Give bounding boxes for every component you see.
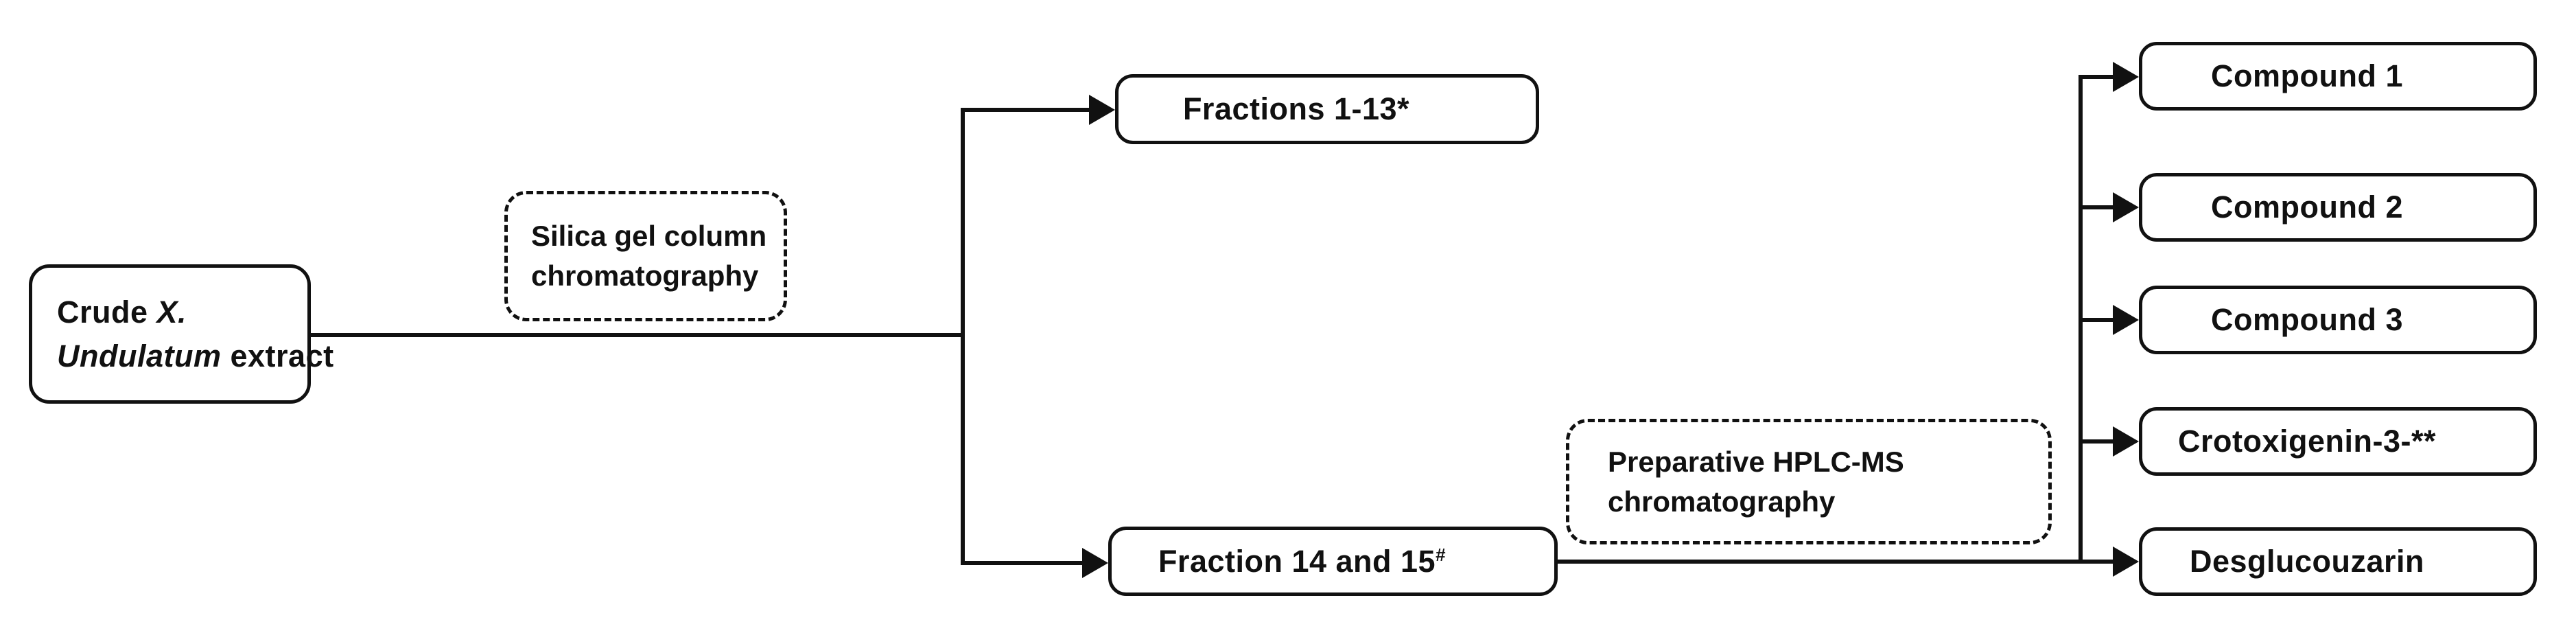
crotoxigenin-arrowhead-icon	[2113, 426, 2139, 457]
crotoxigenin-box: Crotoxigenin-3-**	[2139, 407, 2537, 476]
crude-extract-species-abbrev: X.	[156, 294, 187, 330]
connector-fraction14-line	[963, 561, 1084, 565]
fraction-14-15-superscript: #	[1436, 544, 1447, 565]
fractions-1-13-box: Fractions 1-13*	[1115, 74, 1539, 144]
fraction-14-15-text: Fraction 14 and 15	[1158, 543, 1436, 579]
connector-compound2-line	[2081, 205, 2115, 209]
silica-gel-step-line2: chromatography	[531, 260, 759, 292]
connector-crotoxigenin-line	[2081, 439, 2115, 444]
crude-extract-line2: Undulatum extract	[57, 334, 334, 378]
compound1-arrowhead-icon	[2113, 62, 2139, 92]
compound-3-label: Compound 3	[2211, 302, 2403, 337]
hplc-ms-step-line2: chromatography	[1608, 485, 1836, 518]
crude-extract-species-name: Undulatum	[57, 338, 222, 373]
desglucouzarin-box: Desglucouzarin	[2139, 527, 2537, 596]
fractions-arrowhead-icon	[1089, 95, 1115, 125]
connector-compound3-line	[2081, 318, 2115, 322]
desglucouzarin-arrowhead-icon	[2113, 546, 2139, 577]
fraction-14-15-box: Fraction 14 and 15#	[1108, 527, 1558, 596]
silica-gel-step-box: Silica gel column chromatography	[504, 191, 787, 321]
compound-1-box: Compound 1	[2139, 42, 2537, 111]
hplc-ms-step-box: Preparative HPLC-MS chromatography	[1566, 419, 2052, 544]
connector-crude-line	[311, 333, 965, 337]
fraction14-arrowhead-icon	[1082, 548, 1108, 578]
crude-extract-prefix: Crude	[57, 294, 157, 330]
compound-3-box: Compound 3	[2139, 286, 2537, 354]
connector-compound1-line	[2081, 75, 2115, 79]
crude-extract-suffix: extract	[221, 338, 334, 373]
compound-2-label: Compound 2	[2211, 189, 2403, 225]
connector-hplc-line	[1558, 560, 2115, 564]
compound-1-label: Compound 1	[2211, 58, 2403, 93]
compound2-arrowhead-icon	[2113, 192, 2139, 222]
compound-2-box: Compound 2	[2139, 173, 2537, 242]
fraction-14-15-label: Fraction 14 and 15#	[1158, 544, 1446, 579]
silica-gel-step-line1: Silica gel column	[531, 220, 767, 252]
branch-trunk-1-line	[961, 108, 965, 565]
desglucouzarin-label: Desglucouzarin	[2189, 544, 2425, 579]
crude-extract-box: Crude X. Undulatum extract	[29, 264, 333, 404]
fractions-1-13-label: Fractions 1-13*	[1182, 91, 1410, 126]
crude-extract-line1: Crude X.	[57, 290, 187, 334]
hplc-ms-step-line1: Preparative HPLC-MS	[1608, 445, 1904, 478]
compound3-arrowhead-icon	[2113, 305, 2139, 335]
connector-fractions-line	[963, 108, 1091, 112]
crotoxigenin-label: Crotoxigenin-3-**	[2177, 424, 2436, 459]
